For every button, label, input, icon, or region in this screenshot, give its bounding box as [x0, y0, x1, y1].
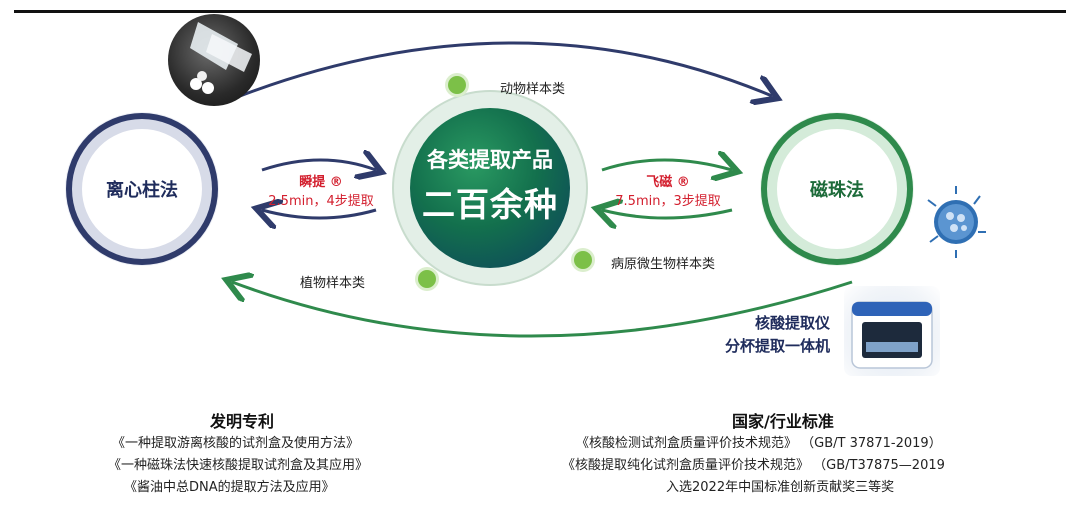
- top-rule: [14, 10, 1066, 13]
- patents-list: 《一种提取游离核酸的试剂盒及使用方法》 《一种磁珠法快速核酸提取试剂盒及其应用》…: [108, 433, 368, 499]
- patent-item: 《一种磁珠法快速核酸提取试剂盒及其应用》: [108, 458, 369, 473]
- instrument-line-1: 核酸提取仪: [754, 314, 830, 332]
- left-link-text: 瞬提 ® 2.5min，4步提取: [262, 171, 380, 209]
- magnetic-bead-method: 磁珠法: [761, 113, 913, 265]
- right-brand: 飞磁 ®: [646, 175, 690, 190]
- right-method-label: 磁珠法: [810, 180, 864, 201]
- left-arrow-to-center: [261, 160, 376, 170]
- top-arc-arrow: [239, 41, 772, 96]
- left-brand: 瞬提 ®: [299, 175, 343, 190]
- standard-item: 《核酸检测试剂盒质量评价技术规范》 （GB/T 37871-2019）: [576, 436, 942, 451]
- center-products-circle: 各类提取产品 二百余种: [410, 108, 570, 268]
- centrifuge-column-method: 离心柱法: [66, 113, 218, 265]
- right-arrow-to-center: [602, 210, 733, 218]
- right-detail: 7.5min，3步提取: [615, 194, 721, 209]
- standards-title: 国家/行业标准: [732, 412, 834, 431]
- category-plant: 植物样本类: [300, 276, 366, 291]
- left-method-label: 离心柱法: [106, 180, 178, 201]
- patent-item: 《酱油中总DNA的提取方法及应用》: [124, 480, 335, 495]
- center-line-1: 各类提取产品: [427, 148, 553, 172]
- bottom-arc-arrow: [232, 282, 853, 338]
- standard-item: 入选2022年中国标准创新贡献奖三等奖: [666, 480, 895, 495]
- left-detail: 2.5min，4步提取: [268, 194, 374, 209]
- standards-list: 《核酸检测试剂盒质量评价技术规范》 （GB/T 37871-2019） 《核酸提…: [562, 433, 945, 499]
- instrument-label: 核酸提取仪 分杯提取一体机: [660, 312, 830, 358]
- extraction-instrument-photo-icon: [844, 286, 940, 376]
- category-pathogen: 病原微生物样本类: [611, 257, 716, 272]
- plant-dot-icon: [418, 270, 436, 288]
- right-link-text: 飞磁 ® 7.5min，3步提取: [602, 171, 734, 209]
- patent-item: 《一种提取游离核酸的试剂盒及使用方法》: [112, 436, 360, 451]
- instrument-line-2: 分杯提取一体机: [724, 337, 830, 355]
- right-arrow-to-method: [601, 160, 732, 170]
- left-arrow-to-method: [262, 210, 377, 218]
- standard-item: 《核酸提取纯化试剂盒质量评价技术规范》 （GB/T37875—2019: [562, 458, 945, 473]
- animal-dot-icon: [448, 76, 466, 94]
- magnetic-bead-illustration-icon: [916, 182, 996, 262]
- category-animal: 动物样本类: [500, 82, 566, 97]
- pathogen-dot-icon: [574, 251, 592, 269]
- patents-title: 发明专利: [210, 412, 275, 431]
- centrifuge-tube-photo-icon: [168, 14, 260, 106]
- center-line-2: 二百余种: [422, 185, 558, 224]
